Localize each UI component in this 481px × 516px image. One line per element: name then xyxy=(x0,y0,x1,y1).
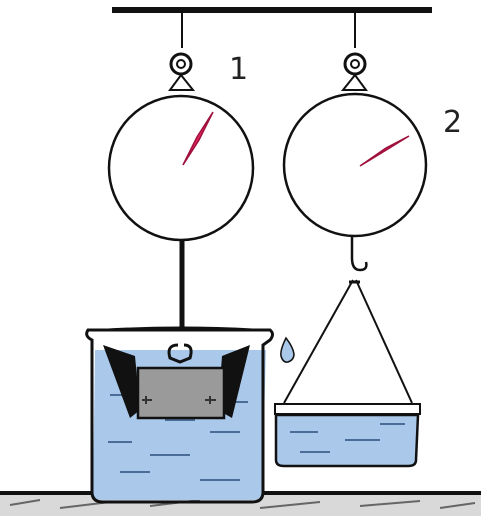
beaker-outline xyxy=(85,328,274,504)
scale-1-label: 1 xyxy=(229,52,249,87)
pan-string-right xyxy=(355,279,413,404)
hook-on-block xyxy=(167,343,193,364)
scale-2-hook xyxy=(350,236,368,272)
overflow-beaker xyxy=(85,326,274,504)
spring-scale-2 xyxy=(282,13,428,272)
block-side-right xyxy=(218,345,250,418)
pan-string-left xyxy=(283,279,354,404)
catch-pan xyxy=(274,279,421,468)
scale-1-pointer xyxy=(182,111,214,166)
pan-rim xyxy=(274,403,421,415)
submerged-block xyxy=(136,366,226,420)
scale-1-hook-ring xyxy=(169,52,193,76)
ceiling-bar xyxy=(112,7,432,13)
scale-2-hook-ring xyxy=(343,52,367,76)
block-side-left xyxy=(103,345,140,418)
scale-2-pointer xyxy=(359,135,410,167)
scale-2-label: 2 xyxy=(443,105,463,140)
scale-2-dial xyxy=(282,92,428,238)
water-drop xyxy=(280,336,295,363)
scale-1-dial xyxy=(107,94,255,242)
spring-scale-1 xyxy=(107,13,255,330)
